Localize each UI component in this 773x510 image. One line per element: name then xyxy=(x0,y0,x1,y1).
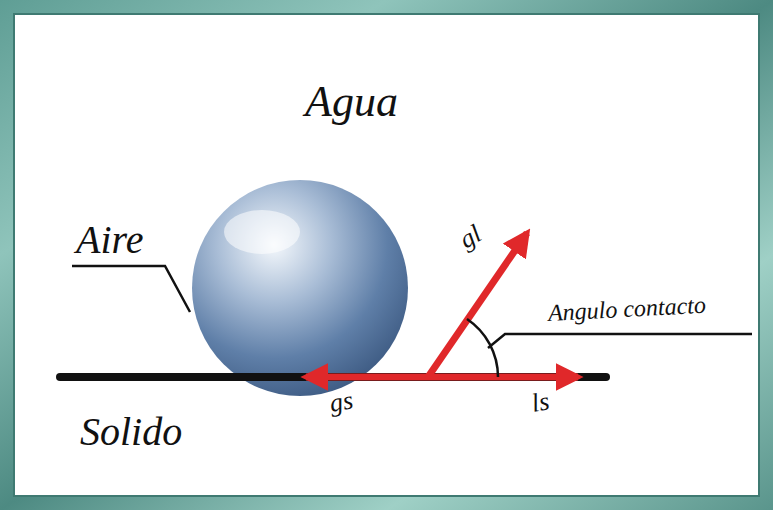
angle-arc xyxy=(467,319,498,377)
vector-label: gs xyxy=(328,386,356,418)
part-label: Solido xyxy=(80,410,182,454)
frame-ground xyxy=(14,14,759,496)
leader-line xyxy=(72,266,190,312)
gs-vector xyxy=(306,374,428,381)
ls-vector xyxy=(428,374,578,381)
medium-label: Agua xyxy=(305,78,398,126)
bubble-highlight xyxy=(224,210,300,254)
air-bubble xyxy=(192,180,408,396)
leader-line xyxy=(488,334,752,348)
part-label: Aire xyxy=(76,218,143,262)
gl-vector xyxy=(428,233,527,377)
solid-surface xyxy=(60,373,606,381)
